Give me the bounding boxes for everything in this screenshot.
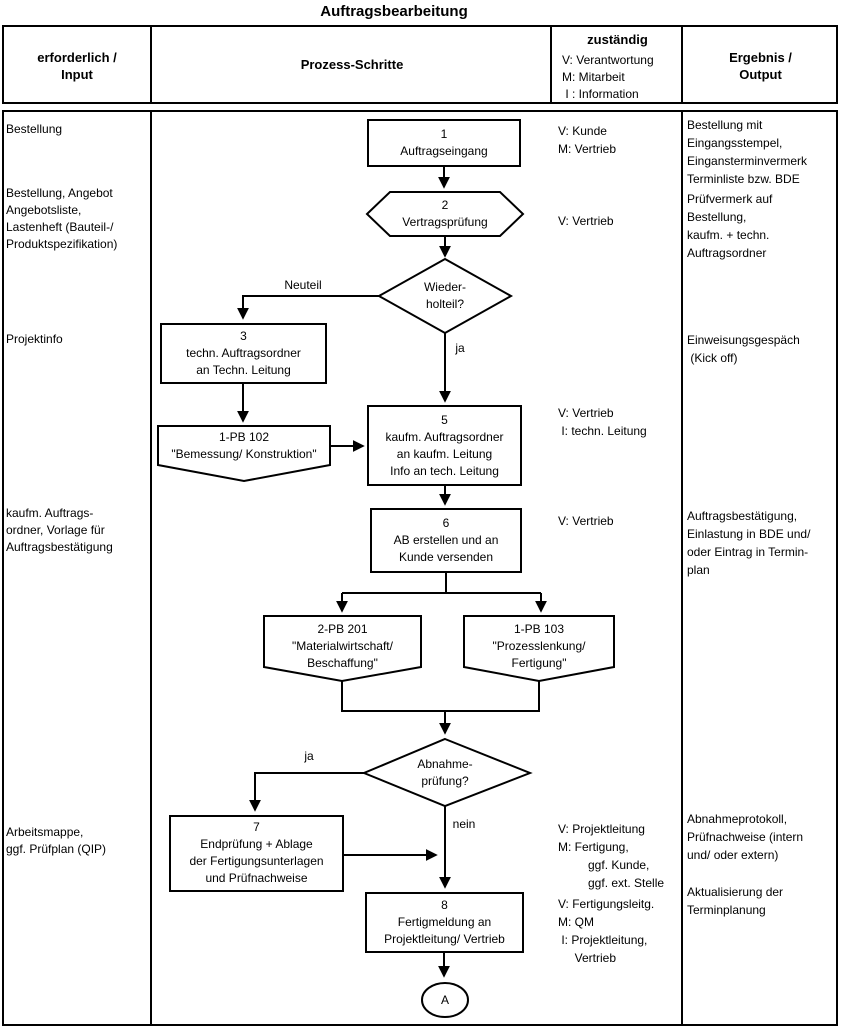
header-input-label: erforderlich / Input — [37, 50, 117, 82]
header-responsible-label: zuständig — [587, 32, 648, 47]
pb102-label: 1-PB 102 "Bemessung/ Konstruktion" — [171, 430, 317, 461]
input-arbeitsmappe: Arbeitsmappe, ggf. Prüfplan (QIP) — [6, 825, 107, 856]
responsible-step7: V: Projektleitung M: Fertigung, ggf. Kun… — [558, 822, 665, 890]
decision-abnahmepruefung-label: Abnahme- prüfung? — [417, 757, 473, 788]
step7-box — [169, 815, 344, 892]
pb201-pennant — [263, 615, 422, 683]
flow-shapes — [157, 119, 615, 1018]
step5-box — [367, 405, 522, 486]
step8-box — [365, 892, 524, 953]
step3-label: 3 techn. Auftragsordner an Techn. Leitun… — [186, 329, 301, 377]
step5-label: 5 kaufm. Auftragsordner an kaufm. Leitun… — [385, 413, 504, 478]
header-cell-process — [150, 25, 552, 104]
responsible-step1: V: Kunde M: Vertrieb — [558, 124, 617, 156]
connector-merge-d2 — [341, 681, 540, 733]
decision-wiederholteil-label: Wieder- holteil? — [423, 280, 466, 311]
branch-neuteil-label: Neuteil — [284, 278, 322, 292]
step1-box — [367, 119, 521, 167]
output-einweisungsgespraech: Einweisungsgespäch (Kick off) — [687, 333, 800, 365]
branch-ja-abnahme-label: ja — [304, 749, 314, 763]
header-responsible-legend: V: Verantwortung M: Mitarbeit I : Inform… — [562, 53, 654, 101]
responsible-step6: V: Vertrieb — [558, 514, 614, 528]
output-abnahmeprotokoll: Abnahmeprotokoll, Prüfnachweise (intern … — [687, 812, 804, 862]
output-aktualisierung: Aktualisierung der Terminplanung — [687, 885, 784, 917]
connector-s6-split — [342, 572, 541, 594]
divider-responsible-output — [681, 110, 683, 1026]
connector-ja-s7 — [249, 772, 364, 812]
step1-label: 1 Auftragseingang — [400, 127, 488, 158]
input-bestellung: Bestellung — [6, 122, 63, 136]
step2-label: 2 Vertragsprüfung — [402, 198, 488, 229]
input-angebot: Bestellung, Angebot Angebotsliste, Laste… — [6, 186, 118, 251]
output-auftragsbestaetigung: Auftragsbestätigung, Einlastung in BDE u… — [687, 509, 811, 577]
branch-nein-label: nein — [452, 817, 476, 831]
pb102-pennant — [157, 425, 331, 483]
page-title: Auftragsbearbeitung — [320, 3, 468, 20]
input-projektinfo: Projektinfo — [6, 332, 63, 346]
output-bestellung-stempel: Bestellung mit Eingangsstempel, Einganst… — [687, 118, 808, 186]
step8-label: 8 Fertigmeldung an Projektleitung/ Vertr… — [384, 898, 505, 946]
pb103-label: 1-PB 103 "Prozesslenkung/ Fertigung" — [492, 622, 586, 670]
output-pruefvermerk: Prüfvermerk auf Bestellung, kaufm. + tec… — [687, 192, 773, 260]
pb201-label: 2-PB 201 "Materialwirtschaft/ Beschaffun… — [292, 622, 393, 670]
step6-label: 6 AB erstellen und an Kunde versenden — [393, 516, 499, 564]
header-output-label: Ergebnis / Output — [729, 50, 792, 82]
responsible-step8: V: Fertigungsleitg. M: QM I: Projektleit… — [558, 897, 655, 965]
step3-box — [160, 323, 327, 384]
divider-input-process — [150, 110, 152, 1026]
step2-hexagon — [365, 191, 525, 237]
flow-connectors — [237, 166, 547, 978]
header-cell-output — [681, 25, 838, 104]
connector-a-ellipse — [421, 982, 469, 1018]
pb103-pennant — [463, 615, 615, 683]
connector-a-label: A — [440, 993, 449, 1007]
branch-ja-wiederholteil-label: ja — [455, 341, 465, 355]
input-kaufm-ordner: kaufm. Auftrags- ordner, Vorlage für Auf… — [6, 506, 113, 554]
responsible-step5: V: Vertrieb I: techn. Leitung — [558, 406, 647, 438]
decision-abnahmepruefung-diamond — [361, 737, 533, 808]
step6-box — [370, 508, 522, 573]
step7-label: 7 Endprüfung + Ablage der Fertigungsunte… — [189, 820, 324, 885]
responsible-step2: V: Vertrieb — [558, 214, 614, 228]
decision-wiederholteil-diamond — [376, 257, 514, 335]
connector-neuteil-s3 — [237, 295, 379, 320]
header-process-label: Prozess-Schritte — [300, 57, 404, 72]
